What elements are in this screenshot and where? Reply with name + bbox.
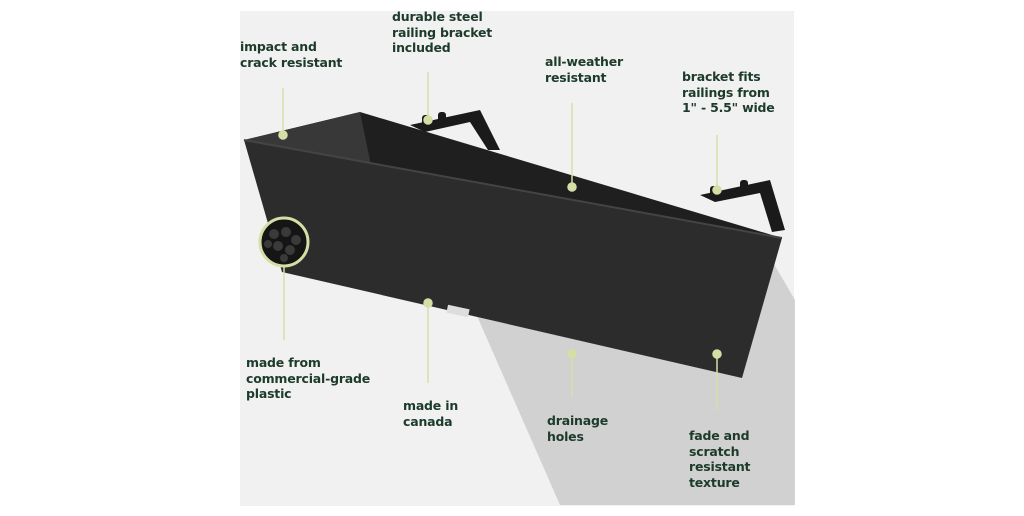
brand-tag (446, 304, 470, 318)
callout-canada: made in canada (403, 398, 459, 429)
callout-weather: all-weather resistant (545, 54, 623, 85)
callout-material: made from commercial-grade plastic (246, 355, 371, 401)
planter-front (244, 140, 782, 378)
callout-bracket-included: durable steel railing bracket included (392, 9, 493, 55)
callout-drainage: drainage holes (547, 413, 608, 444)
callout-impact: impact and crack resistant (240, 39, 343, 70)
planter-inner-back (244, 112, 782, 238)
callout-texture: fade and scratch resistant texture (689, 428, 751, 490)
callout-bracket-fits: bracket fits railings from 1" - 5.5" wid… (682, 69, 775, 115)
planter-inner-left (244, 112, 372, 170)
